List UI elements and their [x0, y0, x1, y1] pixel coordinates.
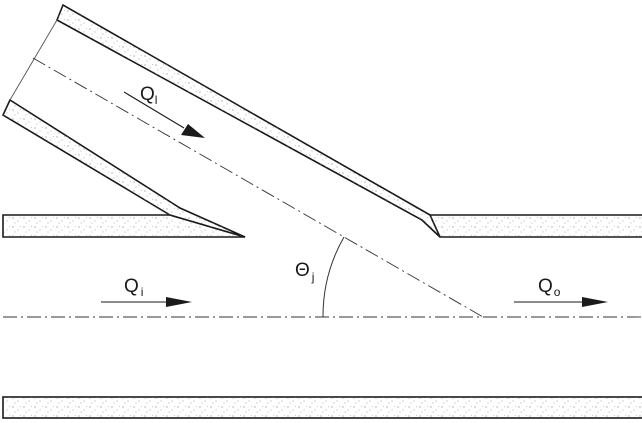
- main-top-wall-left: [2, 214, 246, 238]
- branch-end-line: [9, 19, 58, 101]
- branch-centerline: [32, 57, 484, 318]
- main-top-wall-right: [420, 214, 642, 238]
- outlet-flow-arrow: [514, 297, 608, 307]
- junction-angle-arc: [322, 236, 345, 318]
- outlet-flow-label: Qo: [538, 276, 561, 299]
- inlet-flow-arrow: [101, 297, 192, 307]
- branch-upper-wall: [55, 3, 441, 238]
- branch-lower-wall: [1, 98, 246, 238]
- bottom-pipe-wall: [2, 396, 642, 419]
- lateral-flow-label: Ql: [140, 84, 157, 107]
- lateral-flow-arrow: [123, 91, 205, 138]
